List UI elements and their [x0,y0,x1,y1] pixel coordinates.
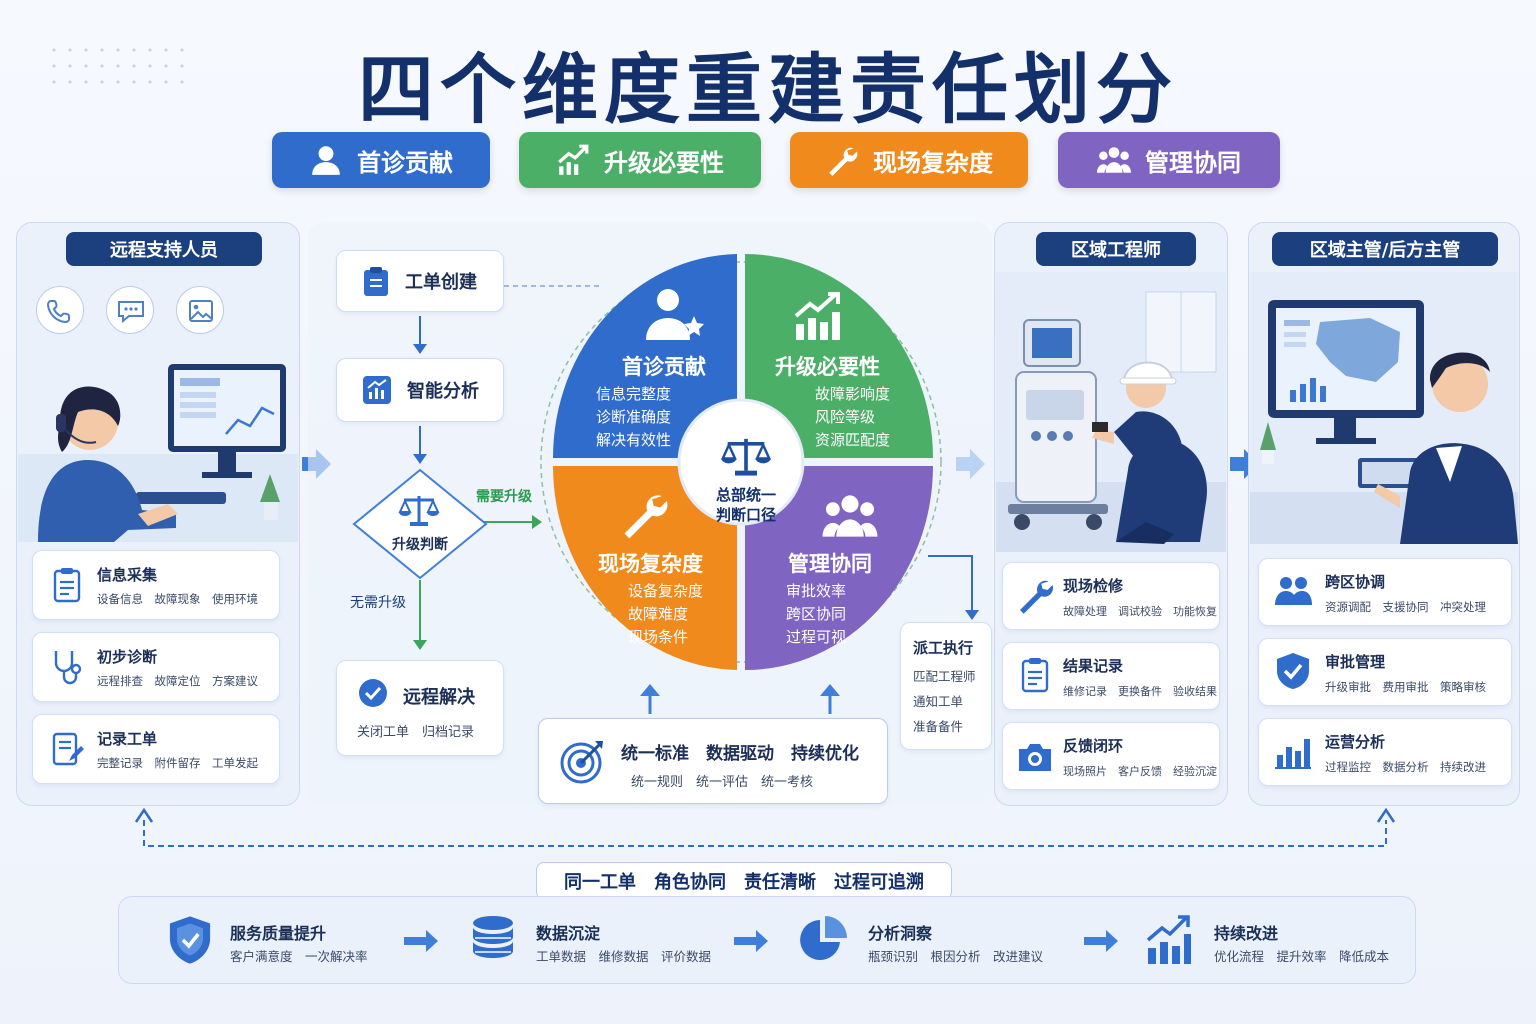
trend-up-icon [794,292,840,340]
edit-document-icon [52,732,84,766]
engineer-card-result-record: 结果记录 维修记录 更换备件 验收结果 [1002,642,1220,710]
feedback-loop-connector [134,807,1396,847]
quadrant-first-contact-title: 首诊贡献 [622,355,706,379]
circle-center-label: 总部统一 判断口径 [715,486,776,524]
page-title: 四个维度重建责任划分 [358,45,1178,134]
manager-card-approval: 审批管理 升级审批 费用审批 策略审核 [1258,638,1512,706]
engineer-card-onsite-repair: 现场检修 故障处理 调试校验 功能恢复 [1002,562,1220,630]
trend-up-icon [558,144,589,175]
wrench-icon [1020,580,1054,614]
dimension-pill-upgrade-necessity: 升级必要性 [519,132,761,188]
chat-icon [106,286,154,334]
need-upgrade-label: 需要升级 [476,489,532,505]
remote-card-record-ticket: 记录工单 完整记录 附件留存 工单发起 [32,714,280,784]
manager-illustration [1250,272,1518,544]
growth-chart-icon [1146,915,1191,964]
decor-dots [46,42,186,86]
manager-card-operations-analysis: 运营分析 过程监控 数据分析 持续改进 [1258,718,1512,786]
quadrant-first-contact-items: 信息完整度 诊断准确度 解决有效性 [596,385,672,449]
shield-icon [169,916,211,964]
engineer-illustration [996,272,1226,552]
check-circle-icon [359,679,387,707]
regional-engineer-header: 区域工程师 [1036,232,1196,266]
balance-scale-icon [398,496,440,526]
flow-step-create-ticket: 工单创建 [336,250,504,312]
bar-chart-icon [1275,739,1311,769]
pie-chart-icon [800,916,847,960]
wrench-icon [624,495,668,539]
image-icon [176,286,224,334]
unified-standard-box: 统一标准 数据驱动 持续优化 统一规则 统一评估 统一考核 [538,718,888,804]
quadrant-upgrade-title: 升级必要性 [775,355,880,379]
four-dimension-circle [540,254,942,670]
flow-step-smart-analysis: 智能分析 [336,358,504,422]
quadrant-upgrade-items: 故障影响度 风险等级 资源匹配度 [815,385,891,449]
team-icon [822,495,878,537]
phone-icon [36,286,84,334]
remote-card-info-collection: 信息采集 设备信息 故障现象 使用环境 [32,550,280,620]
stethoscope-icon [54,651,82,685]
user-icon [312,146,340,175]
dimension-pill-management-coordination: 管理协同 [1058,132,1280,188]
wrench-icon [829,147,858,176]
shield-check-icon [1277,653,1309,689]
quadrant-management-items: 审批效率 跨区协同 过程可视 [786,582,847,646]
bottom-outcomes-bar [118,896,1416,984]
clipboard-icon [1021,658,1049,693]
flow-connectors [413,285,979,714]
team-icon [1097,147,1131,173]
quadrant-onsite-items: 设备复杂度 故障难度 现场条件 [628,582,704,646]
regional-manager-header: 区域主管/后方主管 [1272,232,1498,266]
balance-scale-icon [720,438,772,476]
dispatch-box: 派工执行 匹配工程师 通知工单 准备备件 [900,622,992,750]
database-icon [473,916,513,958]
arrow-right-icon [404,930,438,952]
users-icon [1275,577,1312,605]
clipboard-icon [364,267,388,296]
arrow-right-icon [1084,930,1118,952]
manager-card-cross-region: 跨区协调 资源调配 支援协同 冲突处理 [1258,558,1512,626]
remote-support-illustration [18,364,298,542]
camera-icon [1019,744,1051,771]
quadrant-management-title: 管理协同 [788,552,872,576]
remote-support-header: 远程支持人员 [66,232,262,266]
arrow-right-icon [1230,449,1259,479]
clipboard-icon [53,568,81,603]
no-upgrade-label: 无需升级 [350,595,406,611]
remote-card-preliminary-diagnosis: 初步诊断 远程排查 故障定位 方案建议 [32,632,280,702]
target-icon [560,741,603,784]
bar-chart-icon [363,376,391,404]
quadrant-onsite-title: 现场复杂度 [598,552,703,576]
arrow-right-icon [734,930,768,952]
engineer-card-feedback-loop: 反馈闭环 现场照片 客户反馈 经验沉淀 [1002,722,1220,790]
decision-label: 升级判断 [392,537,448,553]
user-star-icon [646,289,704,340]
tagline-box: 同一工单 角色协同 责任清晰 过程可追溯 [536,862,952,900]
dimension-pill-onsite-complexity: 现场复杂度 [790,132,1028,188]
dimension-pill-first-contact: 首诊贡献 [272,132,490,188]
flow-step-remote-resolve: 远程解决 关闭工单 归档记录 [336,660,504,756]
